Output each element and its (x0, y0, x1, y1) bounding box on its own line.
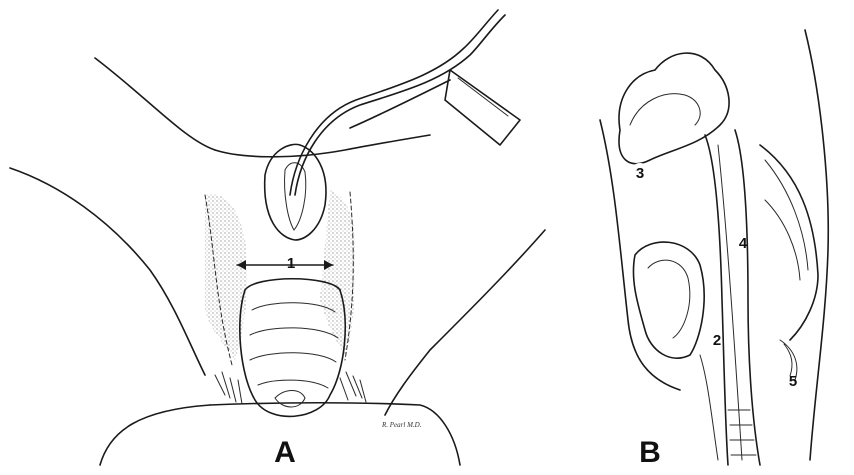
callout-5: 5 (789, 373, 797, 390)
panel-b-letter: B (639, 436, 661, 469)
callout-1: 1 (287, 255, 295, 272)
panel-a-letter: A (274, 436, 296, 469)
callout-2: 2 (713, 332, 721, 349)
panel-b-drawing (600, 30, 828, 465)
callout-3: 3 (636, 165, 644, 182)
callout-4: 4 (739, 235, 748, 252)
panel-a-drawing (10, 10, 545, 465)
artist-signature: R. Pearl M.D. (381, 421, 422, 429)
